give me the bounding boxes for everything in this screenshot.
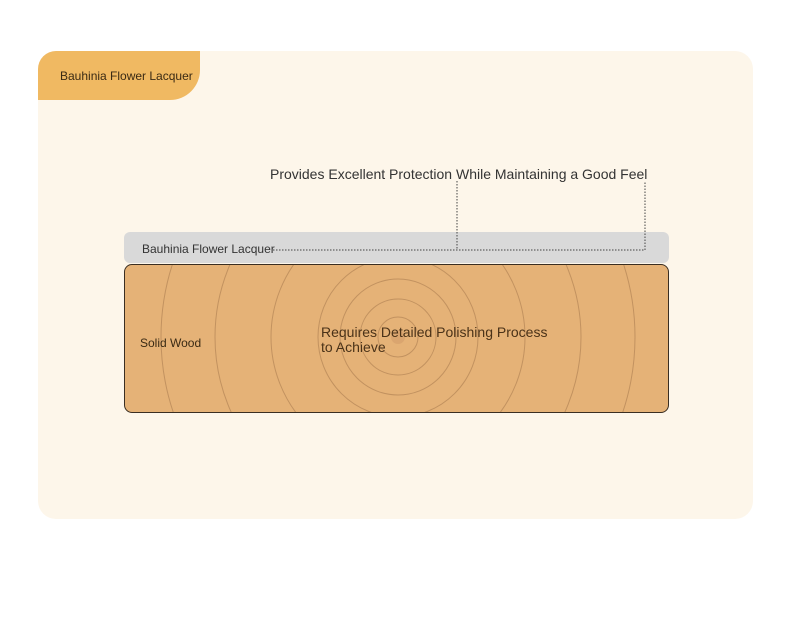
wood-note: Requires Detailed Polishing Process to A… <box>321 324 548 355</box>
wood-label: Solid Wood <box>140 336 202 350</box>
header-tab: Bauhinia Flower Lacquer <box>38 51 200 100</box>
lacquer-layer <box>124 232 669 263</box>
grain-ring <box>214 265 582 412</box>
grain-ring <box>317 265 479 412</box>
wood-grain-rings <box>160 265 636 412</box>
lacquer-label: Bauhinia Flower Lacquer <box>142 242 275 256</box>
grain-ring <box>270 265 526 412</box>
grain-ring <box>339 278 457 396</box>
grain-ring <box>377 316 419 358</box>
wood-layer <box>124 264 669 413</box>
grain-ring <box>359 298 437 376</box>
callout-text: Provides Excellent Protection While Main… <box>270 166 648 182</box>
grain-ring <box>160 265 636 412</box>
